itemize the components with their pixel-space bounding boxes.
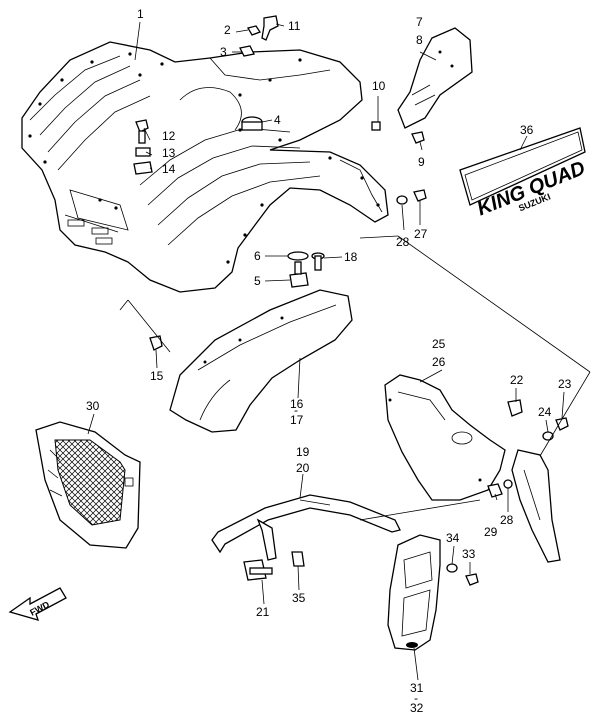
callout-1: 1 [137, 7, 144, 21]
callout-17: 17 [290, 413, 304, 427]
callout-labels: 1 2 3 4 5 6 7 8 9 10 11 12 13 14 15 16 1… [86, 7, 572, 715]
support-bar-19-20 [211, 494, 401, 561]
nut-29-washer-28 [487, 479, 513, 498]
nut-3 [239, 45, 255, 57]
grommet-4 [241, 116, 263, 131]
callout-32: 32 [410, 701, 424, 715]
callout-26: 26 [432, 355, 446, 369]
callout-13: 13 [162, 146, 176, 160]
bracket-7-8 [397, 27, 473, 129]
clip-10 [371, 121, 381, 131]
callout-21: 21 [256, 605, 270, 619]
callout-15: 15 [150, 369, 164, 383]
callout-14: 14 [162, 162, 176, 176]
callout-34: 34 [446, 531, 460, 545]
screw-18 [311, 252, 325, 271]
callout-20: 20 [296, 461, 310, 475]
washer-bolt-5-6 [287, 251, 309, 288]
callout-12: 12 [162, 129, 176, 143]
callout-10: 10 [372, 79, 386, 93]
callout-7: 7 [416, 15, 423, 29]
callout-19: 19 [296, 445, 310, 459]
callout-8: 8 [416, 33, 423, 47]
rear-panel-30 [35, 421, 141, 549]
rear-mud-flap-31-32 [387, 534, 441, 651]
callout-16: 16 [290, 397, 304, 411]
callout-30: 30 [86, 399, 100, 413]
callout-23: 23 [558, 377, 572, 391]
bolt-2 [247, 25, 261, 36]
callout-9: 9 [418, 155, 425, 169]
bolt-12-13-14 [133, 119, 153, 175]
side-flap-strip [511, 449, 561, 563]
callout-4: 4 [274, 113, 281, 127]
callout-36: 36 [520, 123, 534, 137]
washer-bolt-27-28 [396, 189, 427, 205]
bolt-22 [507, 399, 523, 417]
rear-fender-body [21, 41, 389, 293]
bolt-11 [261, 15, 279, 41]
callout-28a: 28 [396, 235, 410, 249]
bolt-21 [243, 559, 273, 581]
callout-25: 25 [432, 337, 446, 351]
callout-29: 29 [484, 525, 498, 539]
callout-11: 11 [288, 19, 301, 33]
callout-28b: 28 [500, 513, 514, 527]
callout-5: 5 [254, 274, 261, 288]
callout-24: 24 [538, 405, 552, 419]
callout-sep-31-32: - [414, 691, 418, 705]
callout-6: 6 [254, 249, 261, 263]
callout-27: 27 [414, 227, 428, 241]
fwd-arrow-icon: FWD [8, 587, 67, 621]
callout-22: 22 [510, 373, 524, 387]
callout-sep-16-17: - [294, 403, 298, 417]
bolt-9 [411, 131, 425, 144]
bolt-15 [149, 335, 163, 351]
callout-33: 33 [462, 547, 476, 561]
mud-flap-16-17 [169, 289, 353, 433]
side-mud-guard-25-26 [384, 374, 506, 501]
washer-34-bolt-33 [446, 563, 479, 586]
callout-31: 31 [410, 681, 424, 695]
callout-35: 35 [292, 591, 306, 605]
callout-3: 3 [220, 45, 227, 59]
cap-35 [291, 551, 305, 567]
callout-18: 18 [344, 250, 358, 264]
leader-lines [87, 21, 591, 681]
callout-2: 2 [224, 23, 231, 37]
